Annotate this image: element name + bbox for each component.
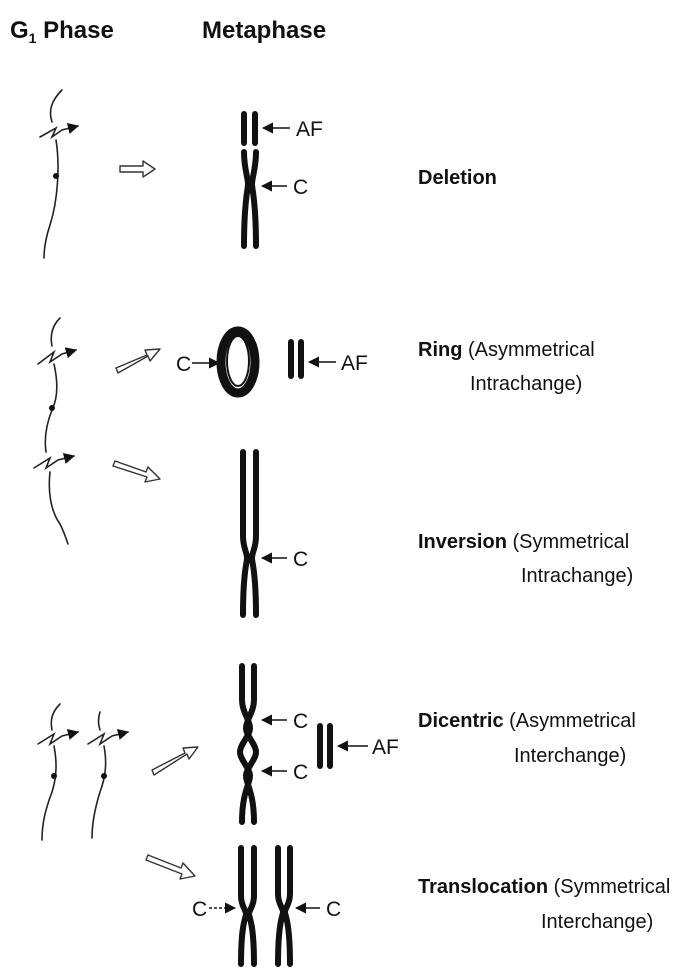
- ring-metaphase-chromosome: [221, 331, 255, 393]
- translocation-centromere-pointer-left: C: [192, 898, 235, 921]
- translocation-label: Translocation (Symmetrical: [418, 876, 670, 898]
- svg-text:AF: AF: [372, 736, 399, 759]
- inversion-process-arrow: [113, 461, 160, 482]
- svg-text:C: C: [293, 548, 308, 571]
- svg-text:C: C: [293, 710, 308, 733]
- ring-acentric-fragment: [291, 342, 301, 376]
- deletion-g1-chromosome: [40, 90, 78, 258]
- dicentric-metaphase-chromosome: [240, 666, 256, 822]
- dicentric-af-pointer: AF: [338, 736, 399, 759]
- ring-label: Ring (Asymmetrical: [418, 339, 595, 361]
- dicentric-centromere-pointer-1: C: [262, 710, 308, 733]
- svg-text:AF: AF: [296, 118, 323, 141]
- translocation-metaphase-chromosome-1: [241, 848, 254, 964]
- ring-process-arrow: [116, 349, 160, 373]
- svg-text:AF: AF: [341, 352, 368, 375]
- svg-text:C: C: [192, 898, 207, 921]
- ring-centromere-pointer: C: [176, 353, 219, 376]
- ring-label-line2: Intrachange): [470, 373, 582, 395]
- inversion-metaphase-chromosome: [243, 452, 256, 615]
- ring-inversion-g1-chromosome: [34, 318, 76, 544]
- metaphase-header: Metaphase: [202, 17, 326, 44]
- translocation-metaphase-chromosome-2: [278, 848, 290, 964]
- deletion-metaphase-chromosome: [244, 114, 256, 246]
- g1-phase-header: G1 Phase: [10, 17, 114, 46]
- dicentric-centromere-pointer-2: C: [262, 761, 308, 784]
- svg-text:C: C: [293, 761, 308, 784]
- deletion-label: Deletion: [418, 167, 497, 189]
- svg-text:C: C: [176, 353, 191, 376]
- deletion-af-pointer: AF: [263, 118, 323, 141]
- interchange-g1-chromosome-1: [38, 704, 78, 840]
- inversion-label-line2: Intrachange): [521, 565, 633, 587]
- svg-text:C: C: [293, 176, 308, 199]
- svg-text:C: C: [326, 898, 341, 921]
- deletion-process-arrow: [120, 161, 155, 177]
- translocation-centromere-pointer-right: C: [296, 898, 341, 921]
- inversion-centromere-pointer: C: [262, 548, 308, 571]
- translocation-process-arrow: [146, 855, 195, 879]
- ring-af-pointer: AF: [309, 352, 368, 375]
- inversion-label: Inversion (Symmetrical: [418, 531, 629, 553]
- dicentric-acentric-fragment: [320, 726, 330, 766]
- interchange-g1-chromosome-2: [88, 712, 128, 838]
- deletion-centromere-pointer: C: [262, 176, 308, 199]
- dicentric-label-line2: Interchange): [514, 745, 626, 767]
- translocation-label-line2: Interchange): [541, 911, 653, 933]
- dicentric-process-arrow: [152, 747, 198, 775]
- dicentric-label: Dicentric (Asymmetrical: [418, 710, 636, 732]
